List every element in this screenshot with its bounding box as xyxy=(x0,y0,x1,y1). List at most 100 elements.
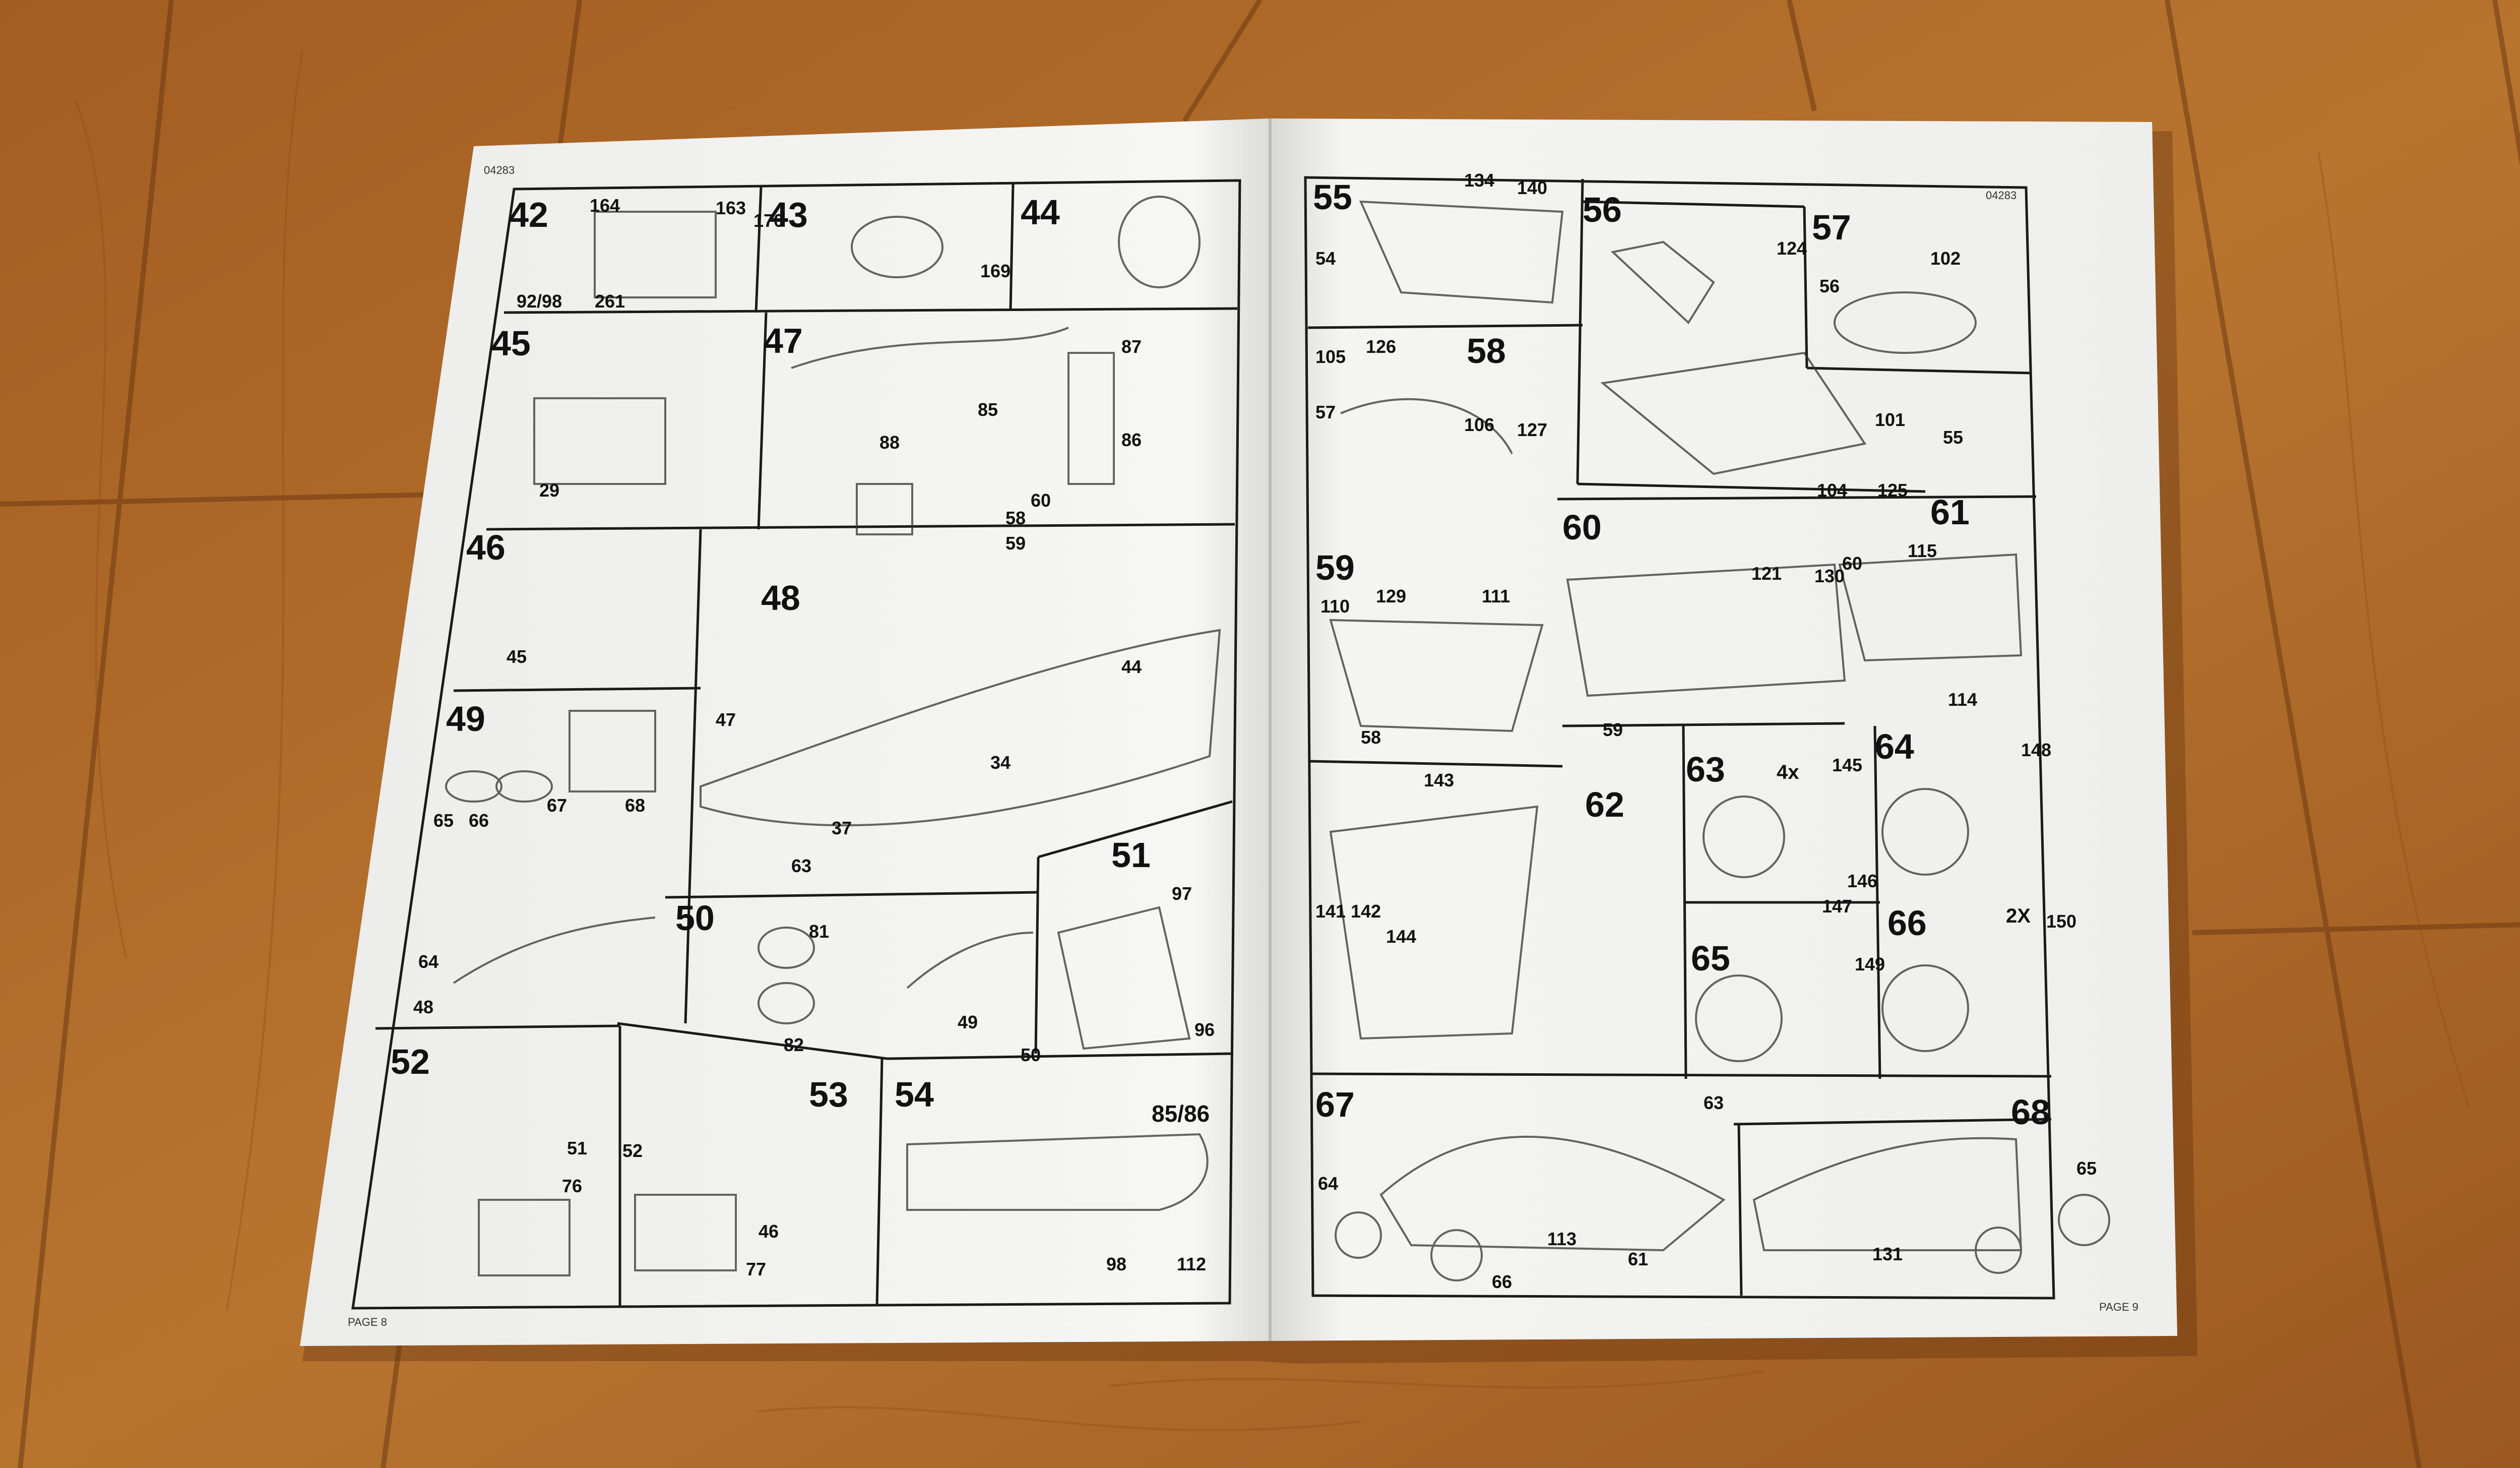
step-55: 55 xyxy=(1313,177,1352,217)
step-42: 42 xyxy=(509,195,548,234)
part-121: 121 xyxy=(1751,563,1782,584)
part-86: 86 xyxy=(1121,430,1142,450)
part-55: 55 xyxy=(1943,427,1963,448)
part-141: 141 xyxy=(1315,901,1346,922)
part-66: 66 xyxy=(1492,1271,1512,1292)
step-60: 60 xyxy=(1562,508,1602,547)
part-130: 130 xyxy=(1814,566,1845,586)
left-step-numbers: 42 43 44 45 47 46 48 49 50 51 52 53 54 xyxy=(391,193,1151,1114)
left-page-code: 04283 xyxy=(484,164,515,176)
part-112: 112 xyxy=(1177,1254,1206,1274)
part-87: 87 xyxy=(1121,336,1142,357)
multiplier-2x: 2X xyxy=(2006,905,2031,927)
part-115: 115 xyxy=(1908,540,1937,561)
left-page-label: PAGE 8 xyxy=(348,1316,387,1328)
part-163: 163 xyxy=(716,198,746,218)
step-48: 48 xyxy=(761,578,800,618)
part-164: 164 xyxy=(590,195,620,216)
part-68: 68 xyxy=(625,795,645,816)
left-illustrations xyxy=(445,196,1221,1276)
part-143: 143 xyxy=(1424,770,1454,790)
right-instruction-frame xyxy=(1304,176,2055,1300)
part-81: 81 xyxy=(809,921,829,942)
left-page: 42 43 44 45 47 46 48 49 50 51 52 53 54 2… xyxy=(300,118,1270,1346)
part-64: 64 xyxy=(1318,1173,1338,1194)
right-page-label: PAGE 9 xyxy=(2099,1301,2138,1313)
part-102: 102 xyxy=(1930,248,1961,269)
part-64: 64 xyxy=(418,951,438,972)
part-101: 101 xyxy=(1875,409,1905,430)
part-48: 48 xyxy=(413,997,433,1017)
part-88: 88 xyxy=(879,432,900,453)
step-47: 47 xyxy=(764,321,803,360)
part-124: 124 xyxy=(1777,238,1807,259)
right-part-numbers: 54 55 56 57 58 59 60 61 63 64 65 66 101 … xyxy=(1315,170,2097,1292)
part-126: 126 xyxy=(1366,336,1396,357)
part-114: 114 xyxy=(1948,689,1977,710)
part-77: 77 xyxy=(746,1259,766,1279)
step-50: 50 xyxy=(675,898,715,938)
part-125: 125 xyxy=(1877,480,1908,501)
step-57: 57 xyxy=(1812,208,1851,247)
part-142: 142 xyxy=(1351,901,1381,922)
part-46: 46 xyxy=(759,1221,779,1242)
step-67: 67 xyxy=(1315,1085,1355,1124)
part-58: 58 xyxy=(1005,508,1026,528)
part-61: 61 xyxy=(1628,1249,1648,1269)
part-106: 106 xyxy=(1464,414,1494,435)
part-169: 169 xyxy=(980,261,1011,281)
part-56: 56 xyxy=(1819,276,1840,296)
step-65: 65 xyxy=(1691,939,1730,978)
part-170: 170 xyxy=(753,210,784,231)
part-49: 49 xyxy=(958,1012,978,1032)
step-46: 46 xyxy=(466,528,506,567)
part-29: 29 xyxy=(539,480,559,501)
part-44: 44 xyxy=(1121,656,1142,677)
part-105: 105 xyxy=(1315,346,1346,367)
step-43: 43 xyxy=(769,195,808,234)
part-110: 110 xyxy=(1320,596,1350,617)
part-144: 144 xyxy=(1386,926,1416,947)
step-52: 52 xyxy=(391,1042,430,1081)
part-111: 111 xyxy=(1482,586,1510,606)
part-76: 76 xyxy=(562,1176,582,1196)
part-148: 148 xyxy=(2021,740,2051,760)
part-82: 82 xyxy=(784,1034,804,1055)
part-131: 131 xyxy=(1872,1244,1903,1264)
left-instruction-frame xyxy=(351,179,1241,1310)
part-97: 97 xyxy=(1172,883,1192,904)
step-45: 45 xyxy=(491,324,531,363)
left-part-numbers: 29 44 45 47 37 34 63 64 48 49 51 52 46 7… xyxy=(413,195,1215,1279)
step-62: 62 xyxy=(1585,785,1624,824)
part-50: 50 xyxy=(1021,1045,1041,1065)
part-59: 59 xyxy=(1603,719,1623,740)
right-page: 55 56 57 58 59 60 61 62 63 64 65 66 67 6… xyxy=(1269,118,2177,1341)
multiplier-4x: 4x xyxy=(1777,761,1799,783)
note-92-98: 92/98 xyxy=(517,291,562,312)
right-illustrations xyxy=(1329,200,2110,1281)
part-149: 149 xyxy=(1855,954,1885,974)
part-129: 129 xyxy=(1376,586,1406,606)
part-96: 96 xyxy=(1194,1019,1215,1040)
part-140: 140 xyxy=(1517,177,1547,198)
part-47: 47 xyxy=(716,709,736,730)
part-57: 57 xyxy=(1315,402,1336,422)
right-page-code: 04283 xyxy=(1986,189,2017,202)
step-68: 68 xyxy=(2011,1092,2050,1132)
part-98: 98 xyxy=(1106,1254,1126,1274)
part-59: 59 xyxy=(1005,533,1026,554)
part-37: 37 xyxy=(832,818,852,838)
part-60: 60 xyxy=(1031,490,1051,511)
step-49: 49 xyxy=(446,699,485,739)
part-261: 261 xyxy=(595,291,625,312)
part-145: 145 xyxy=(1832,755,1862,775)
part-34: 34 xyxy=(990,752,1011,773)
part-127: 127 xyxy=(1517,419,1547,440)
part-146: 146 xyxy=(1847,871,1877,891)
step-53: 53 xyxy=(809,1075,848,1114)
part-104: 104 xyxy=(1817,480,1847,501)
part-85: 85 xyxy=(978,399,998,420)
step-56: 56 xyxy=(1583,190,1622,229)
part-63: 63 xyxy=(1704,1092,1724,1113)
